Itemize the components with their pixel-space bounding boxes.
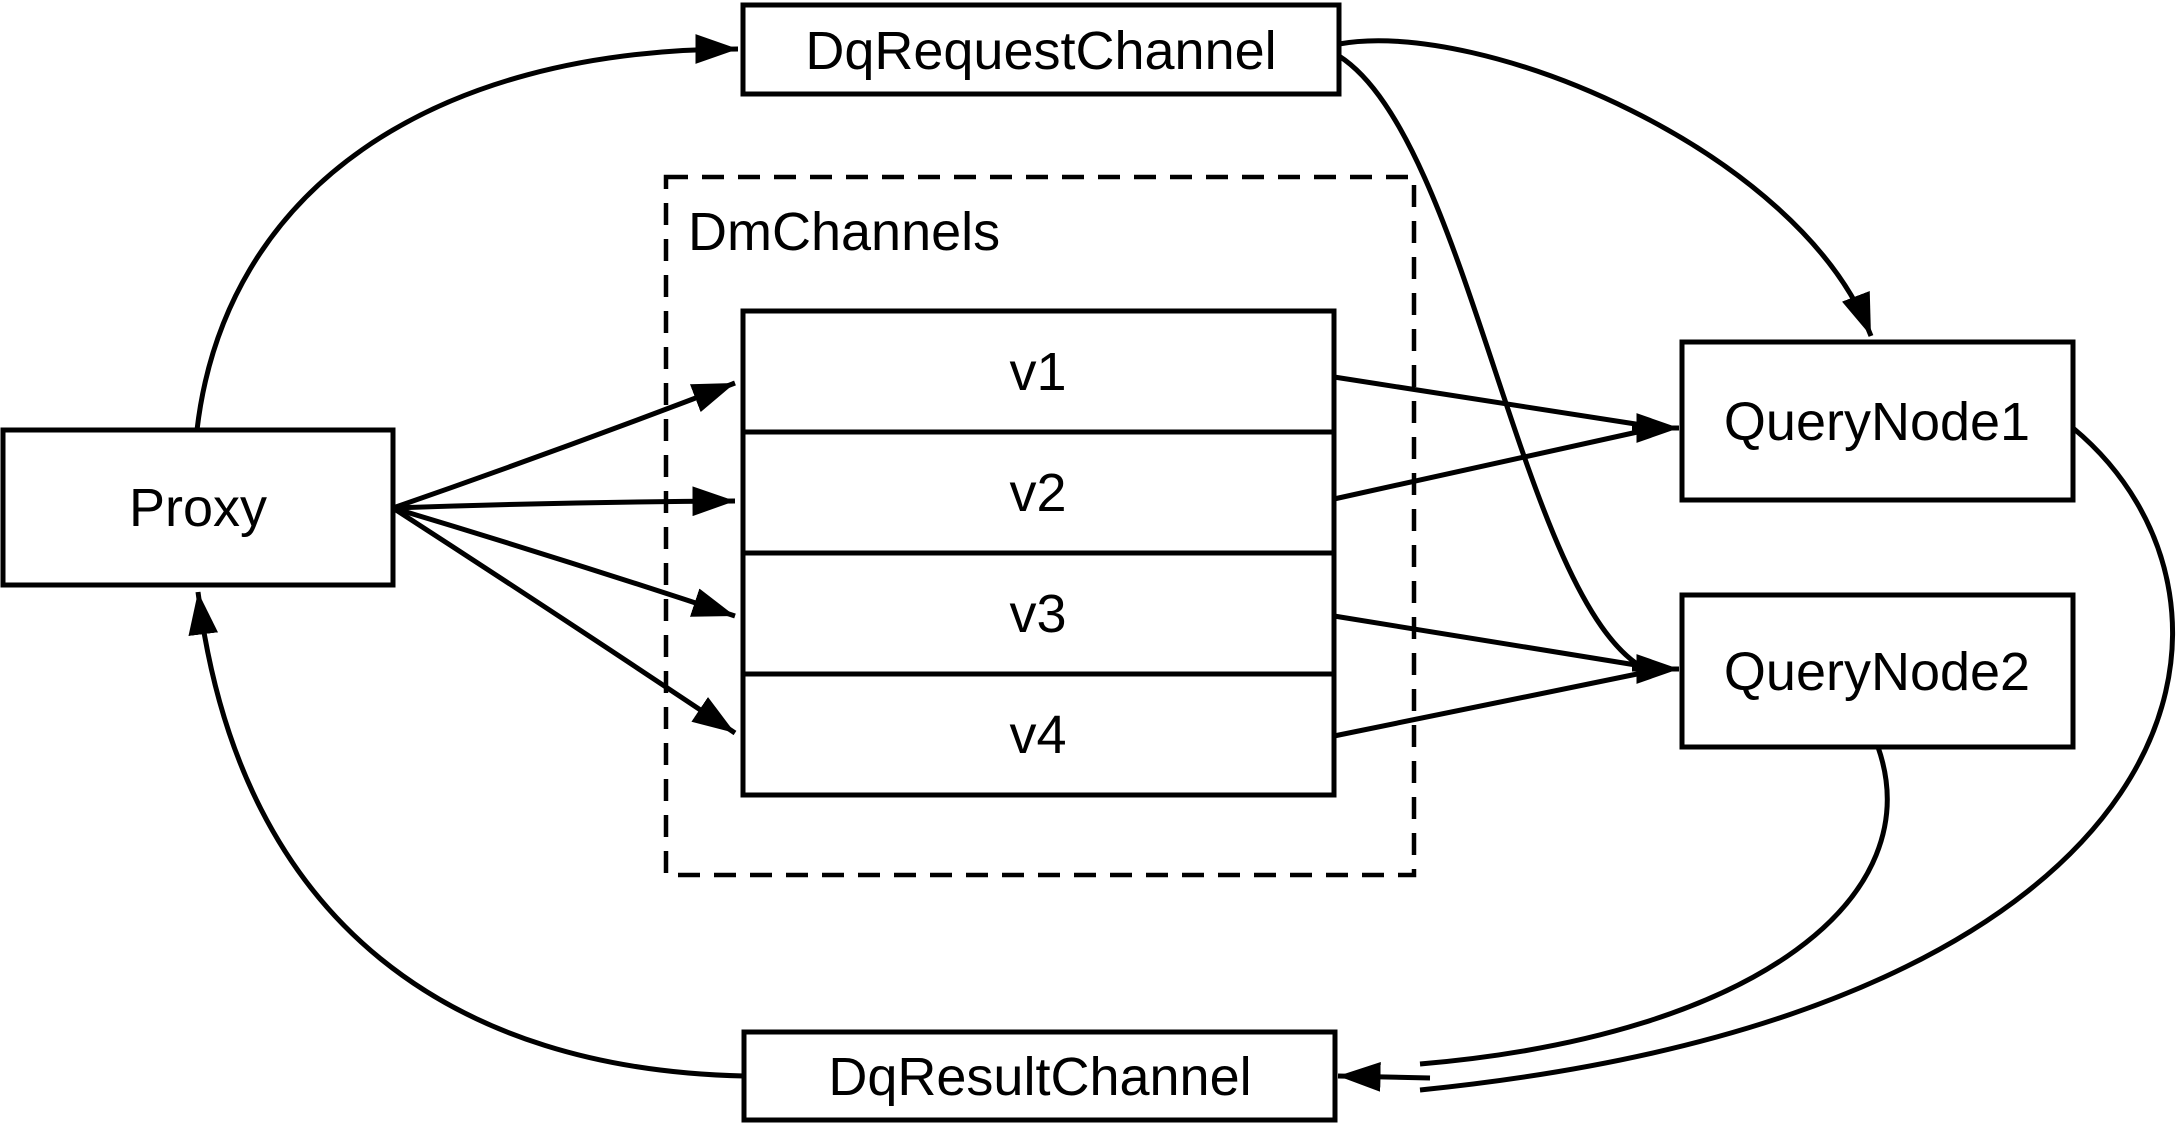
channel-v1-label: v1 (1009, 342, 1066, 402)
edge-proxy-v4 (391, 505, 737, 736)
arrowhead-dqresultchannel (1337, 1062, 1431, 1092)
edge-querynode1-dqresultchannel (1419, 426, 2175, 1093)
node-querynode2 (1679, 592, 2076, 750)
edge-v2-querynode1 (1333, 428, 1643, 502)
edge-proxy-v2 (392, 486, 736, 517)
edge-proxy-dqrequestchannel (194, 34, 739, 431)
node-querynode1-label: QueryNode1 (1724, 392, 2030, 452)
edge-proxy-v1 (392, 380, 736, 511)
edge-dqrequestchannel-querynode1 (1338, 38, 1874, 337)
node-dqrequestchannel (740, 2, 1342, 97)
edge-v3-querynode2 (1333, 613, 1643, 669)
node-querynode2-label: QueryNode2 (1724, 642, 2030, 702)
node-proxy-label: Proxy (129, 478, 267, 538)
node-dqrequestchannel-label: DqRequestChannel (805, 21, 1276, 81)
channel-v2-label: v2 (1009, 463, 1066, 523)
edge-dqresultchannel-proxy (188, 591, 745, 1079)
dm-channels-label: DmChannels (688, 202, 1000, 262)
edge-v4-querynode2 (1333, 670, 1643, 739)
edge-v1-querynode1 (1333, 374, 1643, 428)
node-proxy (0, 427, 396, 588)
node-querynode1 (1679, 339, 2076, 503)
node-dqresultchannel (741, 1029, 1338, 1123)
node-dqresultchannel-label: DqResultChannel (828, 1047, 1251, 1107)
dm-channels-group (663, 174, 1417, 878)
channel-v4-label: v4 (1009, 705, 1066, 765)
edge-dqrequestchannel-querynode2 (1337, 53, 1647, 672)
channel-v3-label: v3 (1009, 584, 1066, 644)
edge-querynode2-dqresultchannel (1419, 746, 1890, 1067)
edge-proxy-v3 (392, 505, 736, 619)
